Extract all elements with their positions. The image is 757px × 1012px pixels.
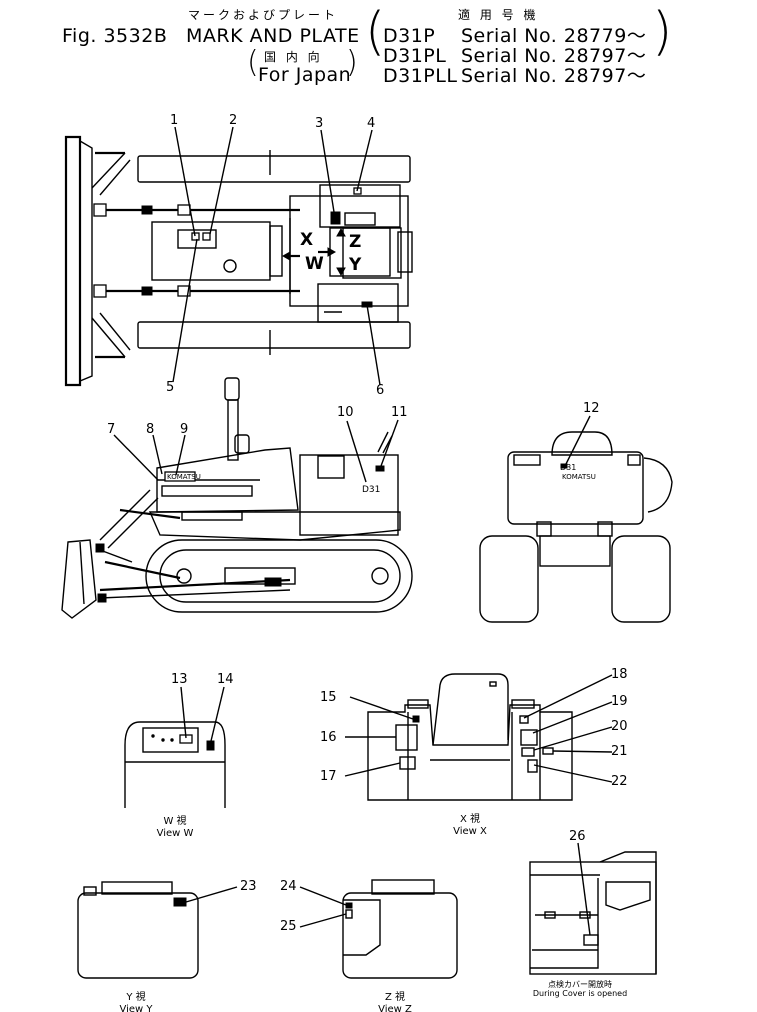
paren-right: ) [346, 45, 358, 80]
callout-4: 4 [367, 116, 376, 131]
callout-23: 23 [240, 879, 257, 894]
figure-number: Fig. 3532B [62, 25, 168, 47]
caption-view-x-en: View X [453, 825, 487, 837]
callout-17: 17 [320, 769, 337, 784]
callout-8: 8 [146, 422, 155, 437]
model-1: D31P [383, 25, 436, 47]
callout-16: 16 [320, 730, 337, 745]
model-1-serial: Serial No. 28779～ [461, 25, 647, 47]
callout-3: 3 [315, 116, 324, 131]
callout-5: 5 [166, 380, 175, 395]
hood-komatsu-text: KOMATSU [167, 473, 201, 481]
callout-19: 19 [611, 694, 628, 709]
callout-24: 24 [280, 879, 297, 894]
caption-view-y: Y 視 View Y [101, 992, 171, 1012]
callout-18: 18 [611, 667, 628, 682]
title-jp: マークおよびプレート [188, 8, 339, 22]
caption-view-y-en: View Y [119, 1003, 153, 1012]
model-3-serial: Serial No. 28797～ [461, 65, 647, 87]
cover-open-view-drawing [529, 851, 657, 975]
model-2: D31PL [383, 45, 447, 67]
caption-view-z-jp: Z 視 [384, 992, 406, 1003]
paren-left: ( [247, 45, 259, 80]
top-view-drawing [64, 135, 413, 387]
caption-cover-opened-jp: 点検カバー開放時 [548, 980, 612, 989]
callout-9: 9 [180, 422, 189, 437]
caption-view-w-jp: W 視 [163, 816, 187, 827]
callout-1: 1 [170, 113, 179, 128]
view-w-drawing [124, 721, 226, 808]
caption-view-w-en: View W [156, 827, 194, 839]
subtitle-en: For Japan [258, 64, 352, 86]
subtitle-jp: 国 内 向 [264, 50, 323, 64]
callout-26: 26 [569, 829, 586, 844]
title-en: MARK AND PLATE [186, 25, 360, 47]
rear-view-drawing: D31 KOMATSU [479, 431, 673, 623]
callout-13: 13 [171, 672, 188, 687]
caption-cover-opened: 点検カバー開放時 During Cover is opened [515, 980, 645, 998]
leader-lines [113, 126, 613, 936]
caption-view-x: X 視 View X [435, 814, 505, 837]
caption-view-z-en: View Z [378, 1003, 412, 1012]
view-marker-x: X [300, 230, 314, 250]
caption-view-z: Z 視 View Z [360, 992, 430, 1012]
callout-11: 11 [391, 405, 408, 420]
view-z-drawing [342, 879, 458, 979]
callout-10: 10 [337, 405, 354, 420]
view-marker-y: Y [349, 255, 362, 275]
rear-d31-text: D31 [560, 463, 576, 472]
models-paren-left: ( [365, 2, 386, 62]
caption-view-w: W 視 View W [140, 816, 210, 839]
caption-view-y-jp: Y 視 [126, 992, 146, 1003]
model-3: D31PLL [383, 65, 458, 87]
callout-7: 7 [107, 422, 116, 437]
caption-view-x-jp: X 視 [459, 814, 481, 825]
view-marker-w: W [305, 254, 324, 274]
callout-15: 15 [320, 690, 337, 705]
callout-22: 22 [611, 774, 628, 789]
view-y-drawing [77, 881, 199, 979]
callout-2: 2 [229, 113, 238, 128]
model-2-serial: Serial No. 28797～ [461, 45, 647, 67]
view-marker-z: Z [349, 232, 362, 252]
caption-cover-opened-en: During Cover is opened [532, 989, 628, 999]
side-d31-text: D31 [362, 485, 380, 495]
applicable-models-jp: 適 用 号 機 [458, 8, 539, 22]
side-view-drawing: KOMATSU D31 [61, 377, 413, 619]
callout-25: 25 [280, 919, 297, 934]
callout-12: 12 [583, 401, 600, 416]
callout-21: 21 [611, 744, 628, 759]
callout-14: 14 [217, 672, 234, 687]
rear-komatsu-text: KOMATSU [562, 473, 596, 481]
view-x-drawing [367, 673, 573, 801]
callout-20: 20 [611, 719, 628, 734]
models-paren-right: ) [652, 2, 673, 62]
callout-6: 6 [376, 383, 385, 398]
